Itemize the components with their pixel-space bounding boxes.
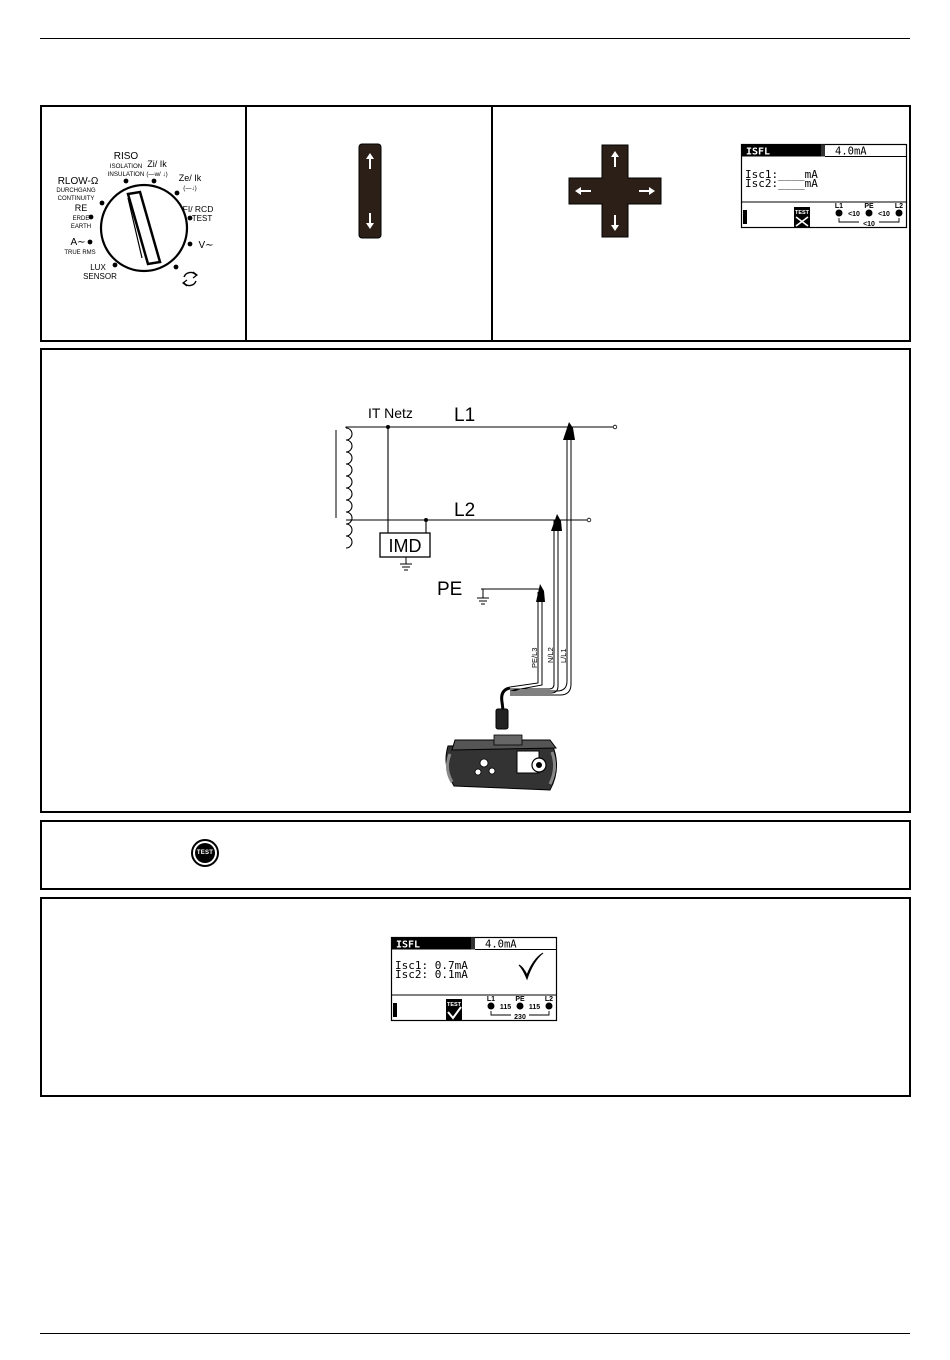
lcd-initial-isc2: Isc2:____mA	[745, 177, 818, 190]
switch-label-rcd-sub: TEST	[192, 214, 213, 223]
lcd-result-l2: L2	[545, 996, 553, 1003]
switch-dot-riso	[124, 179, 129, 184]
lead-label-n: N/L2	[546, 647, 555, 663]
switch-dot-a	[88, 240, 93, 245]
clip-pe-icon	[536, 584, 545, 602]
test-plug	[496, 709, 508, 729]
switch-label-re-sub2: EARTH	[71, 224, 91, 230]
lcd-result-v-l1-pe: 115	[500, 1004, 511, 1011]
cell-divider-2	[491, 107, 493, 340]
switch-label-rlow-sub2: CONTINUITY	[58, 196, 95, 202]
lcd-initial-test-label: TEST	[795, 210, 810, 216]
switch-label-lux: LUX	[90, 263, 106, 272]
lcd-result-v-pe-l2: 115	[529, 1004, 540, 1011]
result-terminal-l2-icon	[546, 1003, 553, 1010]
l2-label: L2	[454, 500, 475, 521]
lcd-initial-v-l1-l2: <10	[863, 221, 875, 228]
cell-divider-1	[245, 107, 247, 340]
lcd-result-isc2: Isc2: 0.1mA	[395, 968, 468, 981]
l1-label: L1	[454, 405, 475, 426]
switch-dot-lux	[113, 263, 118, 268]
switch-label-riso-sub2: INSULATION	[108, 171, 145, 178]
switch-label-lux-sub: SENSOR	[83, 272, 117, 281]
test-key-box	[40, 820, 911, 890]
terminal-l2-icon	[896, 210, 903, 217]
switch-label-riso-sub1: ISOLATION	[110, 163, 143, 170]
result-terminal-pe-icon	[517, 1003, 524, 1010]
lcd-result-function: ISFL	[396, 940, 420, 951]
switch-label-rlow-sub1: DURCHGANG	[56, 188, 96, 194]
switch-dot-zi	[152, 179, 157, 184]
switch-label-re: RE	[75, 203, 88, 213]
switch-label-rcd: FI/ RCD	[183, 204, 214, 214]
lcd-result-l1: L1	[487, 996, 495, 1003]
switch-dot-ze	[175, 191, 180, 196]
switch-dot-setup	[174, 265, 179, 270]
instrument-icon	[446, 735, 557, 790]
pe-label: PE	[437, 579, 462, 600]
switch-dot-rlow	[100, 201, 105, 206]
switch-label-a: A∼	[70, 237, 85, 248]
result-terminal-l1-icon	[488, 1003, 495, 1010]
test-key-button[interactable]: TEST	[191, 839, 219, 867]
setup-arrows-icon	[183, 272, 197, 286]
lcd-initial-l2: L2	[895, 203, 903, 210]
lcd-initial-limit: 4.0mA	[835, 146, 867, 158]
system-label: IT Netz	[368, 405, 413, 421]
clip-l1-icon	[563, 422, 575, 440]
imd-label: IMD	[389, 536, 422, 556]
lcd-initial-v-l1-pe: <10	[848, 211, 860, 218]
result-battery-icon	[393, 1003, 397, 1017]
lcd-initial-pe: PE	[864, 203, 874, 210]
pe-earth-icon	[477, 598, 489, 604]
lead-label-pe: PE/L3	[530, 648, 539, 668]
switch-label-re-sub1: ERDE	[73, 216, 90, 222]
switch-label-riso: RISO	[114, 151, 139, 162]
battery-icon	[743, 210, 747, 224]
switch-label-v: V∼	[198, 240, 213, 251]
lcd-initial-l1: L1	[835, 203, 843, 210]
lcd-result-screen: ISFL 4.0mA Isc1: 0.7mA Isc2: 0.1mA TEST …	[391, 937, 557, 1021]
switch-label-ze: Ze/ Ik	[179, 173, 202, 183]
test-key-label: TEST	[197, 850, 213, 856]
transformer-coil	[346, 428, 352, 548]
switch-dot-v	[188, 242, 193, 247]
lcd-initial-v-pe-l2: <10	[878, 211, 890, 218]
clip-l2-icon	[551, 514, 562, 531]
lcd-initial-screen: ISFL 4.0mA Isc1:____mA Isc2:____mA TEST …	[741, 144, 907, 228]
switch-label-a-sub: TRUE RMS	[64, 250, 95, 256]
switch-label-zi-sub: (—w/ ↓)	[146, 171, 167, 178]
rotary-switch[interactable]: RISO ISOLATION INSULATION Zi/ Ik (—w/ ↓)…	[44, 108, 244, 338]
test-lead-pe	[510, 592, 542, 691]
footer-rule	[40, 1333, 910, 1334]
switch-label-rlow: RLOW-Ω	[58, 176, 99, 187]
up-down-key[interactable]	[358, 143, 382, 239]
lcd-result-test-label: TEST	[447, 1002, 462, 1008]
lcd-initial-function: ISFL	[746, 147, 770, 158]
terminal-pe-icon	[866, 210, 873, 217]
lcd-result-limit: 4.0mA	[485, 939, 517, 951]
terminal-l1-icon	[836, 210, 843, 217]
imd-earth-icon	[400, 564, 412, 570]
cursor-cross-key[interactable]	[567, 143, 663, 239]
lead-label-l: L/L1	[559, 648, 568, 663]
lcd-result-v-l1-l2: 230	[514, 1014, 526, 1021]
switch-label-zi: Zi/ Ik	[147, 159, 167, 169]
lcd-result-pe: PE	[515, 996, 525, 1003]
switch-label-ze-sub: (—↓)	[183, 185, 196, 192]
connection-diagram: IMD IT Netz L1 L2 PE PE/L3 N/L2 L/L1	[40, 348, 911, 813]
header-rule	[40, 38, 910, 39]
